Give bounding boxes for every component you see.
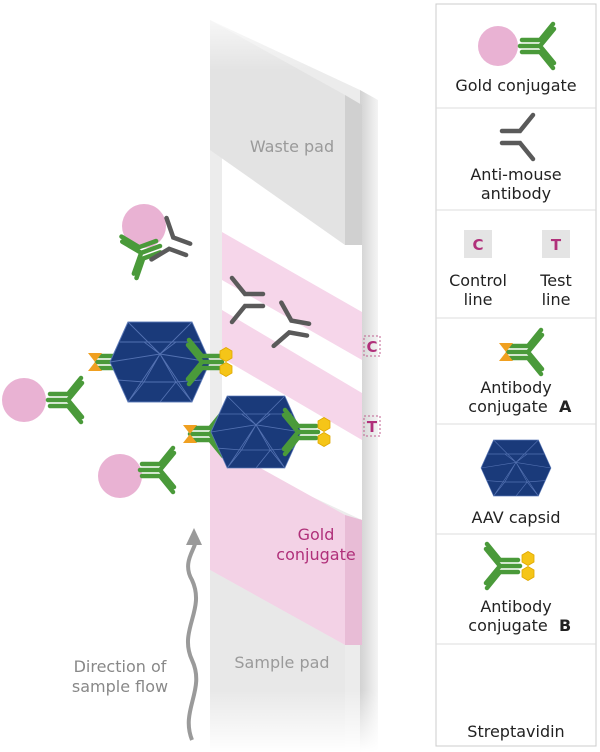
test-line-icon xyxy=(542,230,570,258)
waste-pad xyxy=(210,20,345,245)
svg-text:line: line xyxy=(542,290,571,309)
svg-text:B: B xyxy=(559,616,571,635)
flow-label-line2: sample flow xyxy=(72,677,168,696)
legend-frame xyxy=(435,3,597,747)
test-marker-box xyxy=(363,415,381,437)
svg-text:Antibody: Antibody xyxy=(480,378,551,397)
svg-text:T: T xyxy=(551,236,562,254)
gold-sphere-icon xyxy=(478,26,518,66)
legend-gold-conjugate: Gold conjugate xyxy=(455,24,577,95)
gold-conjugate-pad xyxy=(210,440,345,645)
strip-edge xyxy=(360,90,378,752)
svg-text:antibody: antibody xyxy=(481,184,551,203)
svg-text:Gold conjugate: Gold conjugate xyxy=(455,76,576,95)
gold-sphere xyxy=(98,454,142,498)
gold-conjugate-label-line2: conjugate xyxy=(276,545,355,564)
gold-conjugate-label-line1: Gold xyxy=(298,525,335,544)
control-complex xyxy=(121,204,312,351)
svg-text:C: C xyxy=(472,236,483,254)
svg-text:line: line xyxy=(464,290,493,309)
svg-text:conjugate: conjugate xyxy=(468,397,547,416)
svg-text:Streptavidin: Streptavidin xyxy=(467,722,564,741)
svg-text:AAV capsid: AAV capsid xyxy=(471,508,560,527)
gold-sphere xyxy=(2,378,46,422)
legend-antibody-conjugate-a: Antibody conjugate A xyxy=(468,330,572,416)
svg-text:Control: Control xyxy=(449,271,507,290)
capsid-icon xyxy=(480,439,552,497)
control-marker-box xyxy=(363,335,381,357)
test-marker: T xyxy=(367,418,378,436)
svg-text:Anti-mouse: Anti-mouse xyxy=(470,165,561,184)
legend: Gold conjugate Anti-mouse antibody C T C… xyxy=(435,3,597,747)
sandwich-complex-2 xyxy=(98,395,355,498)
svg-text:Test: Test xyxy=(539,271,572,290)
svg-text:A: A xyxy=(559,397,572,416)
control-band xyxy=(222,232,362,360)
test-strip: Waste pad Gold conjugate Sample pad C T xyxy=(205,0,385,752)
svg-text:conjugate: conjugate xyxy=(468,616,547,635)
legend-streptavidin: Streptavidin xyxy=(467,678,565,741)
flow-label-line1: Direction of xyxy=(74,657,167,676)
sample-pad-label: Sample pad xyxy=(234,653,329,672)
control-marker: C xyxy=(366,338,377,356)
test-band xyxy=(222,310,362,440)
control-line-icon xyxy=(464,230,492,258)
flow-arrow: Direction of sample flow xyxy=(72,528,202,741)
arrow-head xyxy=(186,528,202,545)
legend-antibody-conjugate-b: Antibody conjugate B xyxy=(468,544,571,635)
legend-control-test: C T Control line Test line xyxy=(449,230,572,309)
gold-sphere xyxy=(122,204,166,248)
legend-aav-capsid: AAV capsid xyxy=(471,439,561,527)
svg-text:Antibody: Antibody xyxy=(480,597,551,616)
waste-pad-label: Waste pad xyxy=(250,137,334,156)
sandwich-complex-1 xyxy=(2,321,303,422)
legend-anti-mouse: Anti-mouse antibody xyxy=(470,115,562,203)
